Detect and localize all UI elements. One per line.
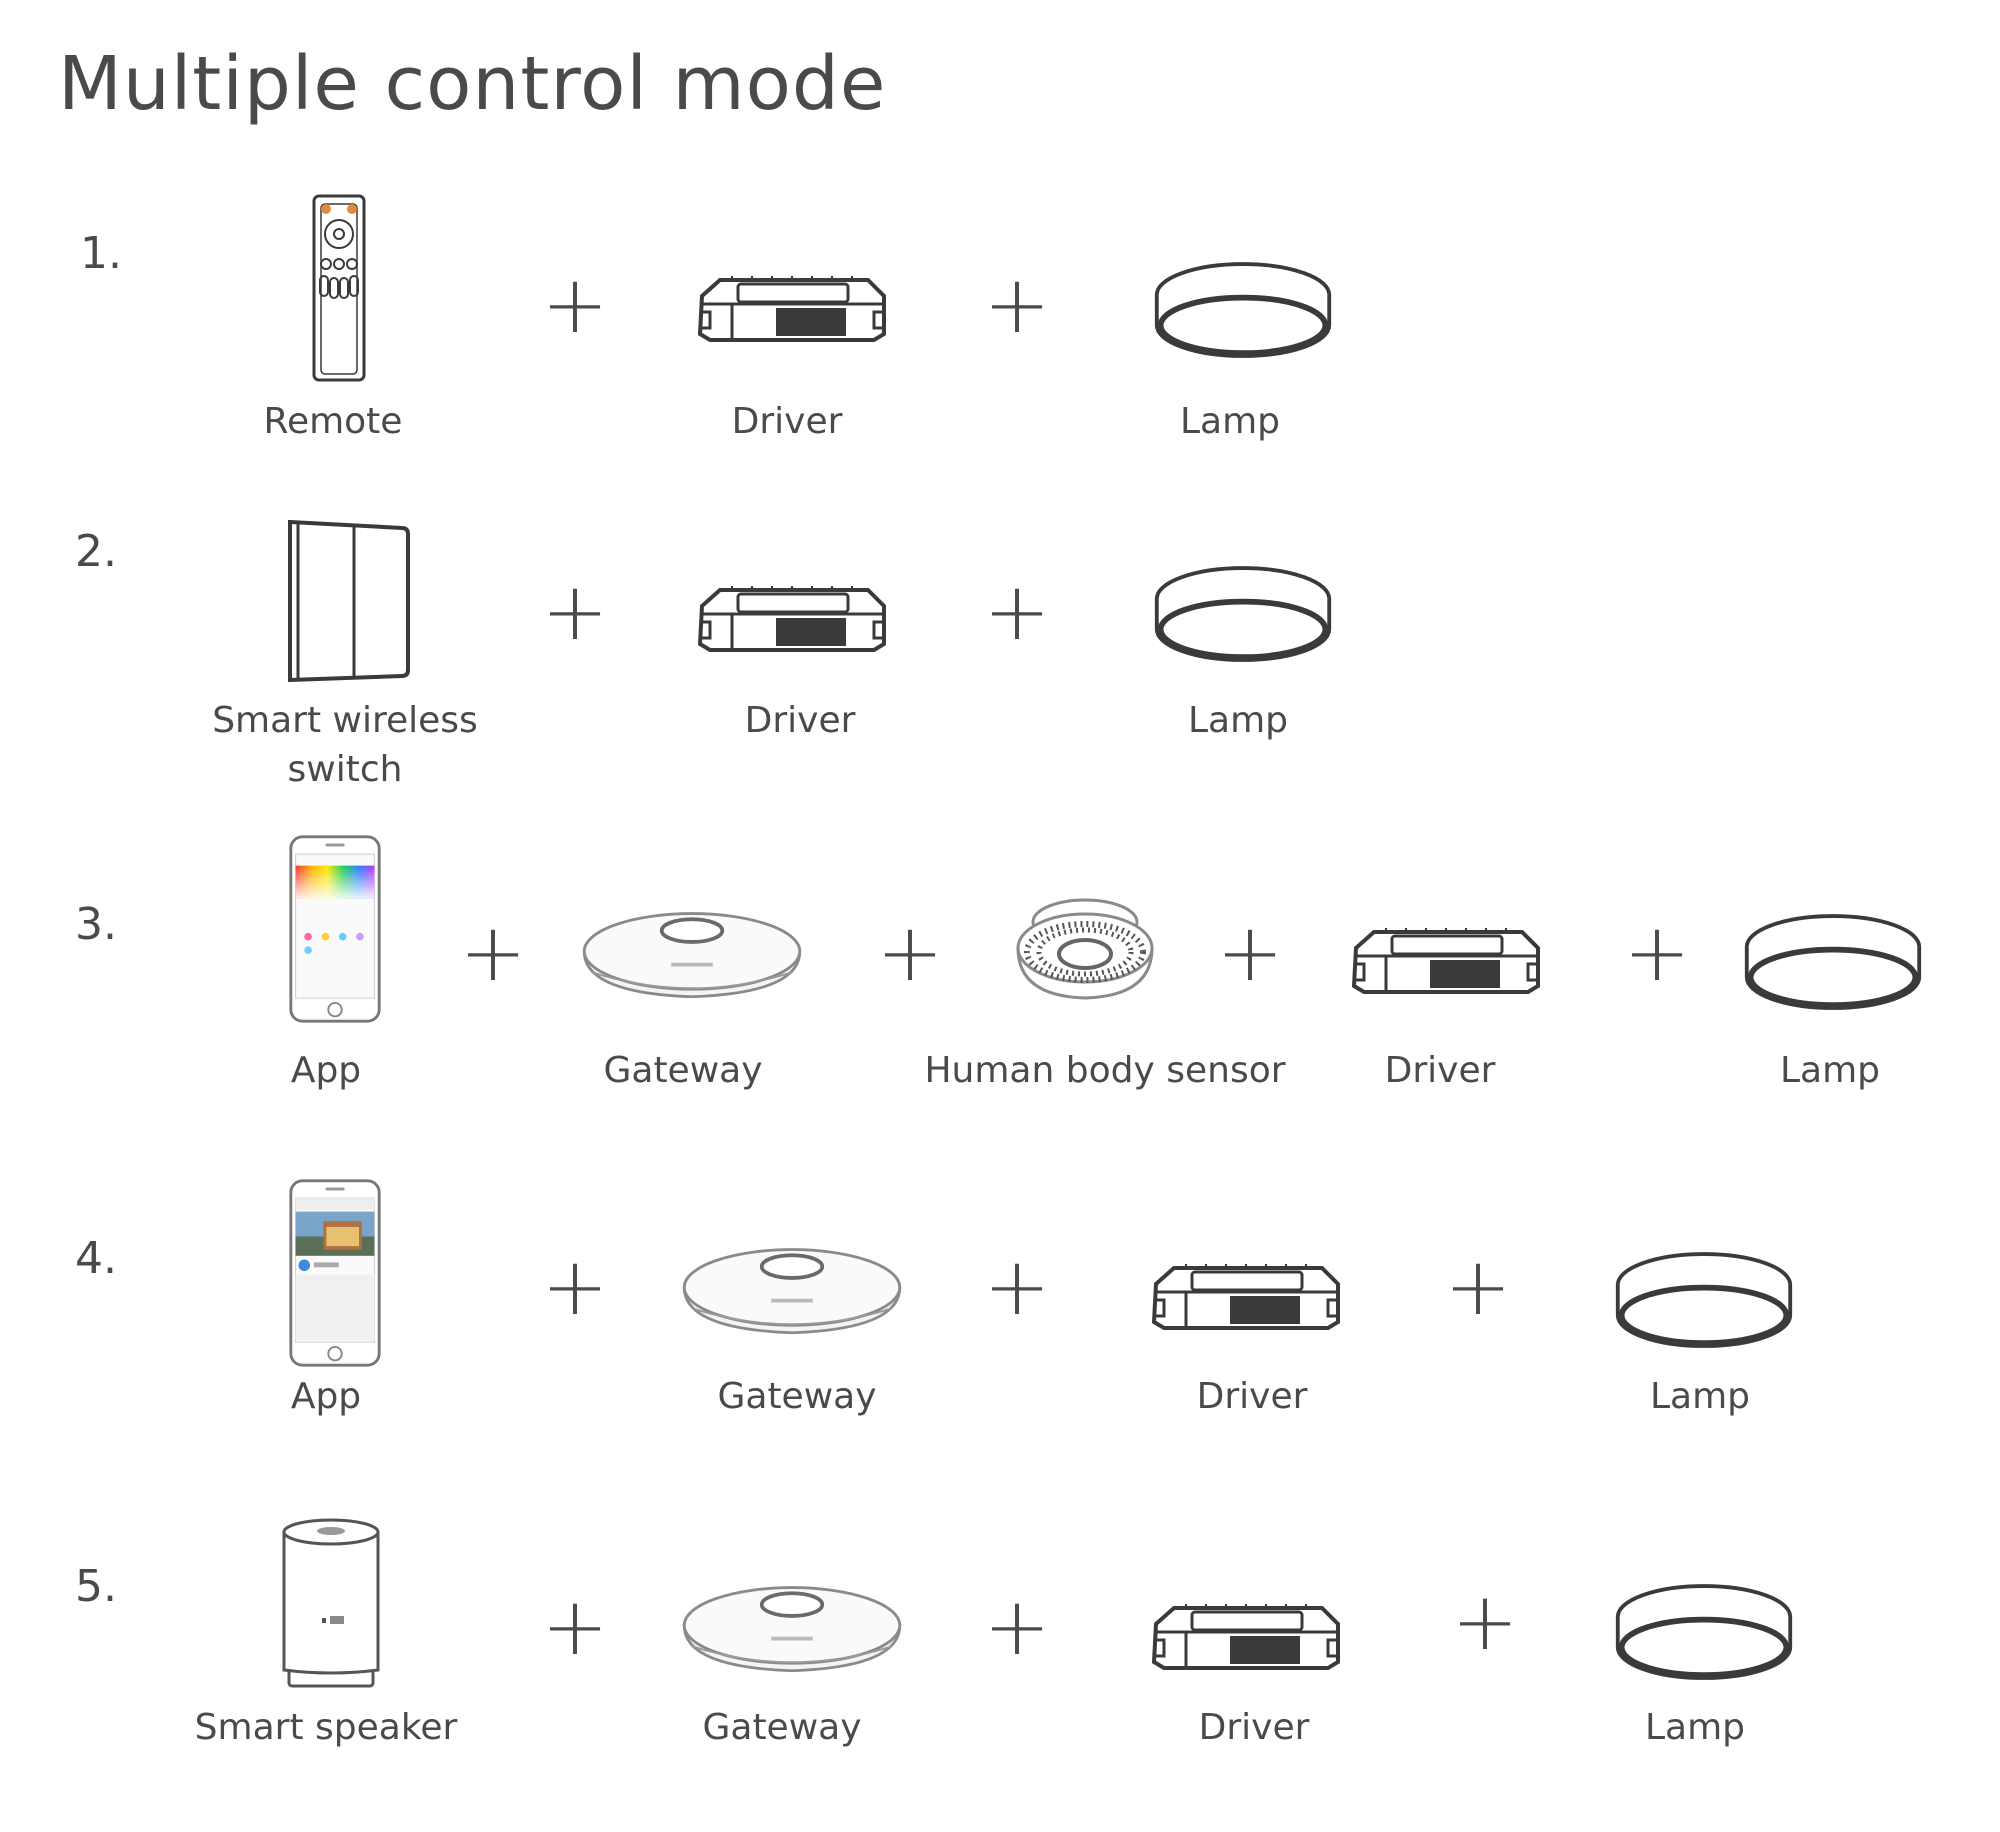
- driver-icon: [1146, 1590, 1346, 1678]
- plus-sign: +: [876, 906, 944, 999]
- plus-sign: +: [983, 1580, 1051, 1673]
- plus-sign: +: [541, 565, 609, 658]
- lamp-icon: [1742, 910, 1924, 1016]
- plus-sign: +: [1216, 906, 1284, 999]
- label-driver: Driver: [1384, 1050, 1496, 1091]
- plus-sign: +: [459, 906, 527, 999]
- label-lamp: Lamp: [1644, 1707, 1746, 1748]
- label-smart-wireless-switch-line2: switch: [287, 749, 403, 790]
- label-lamp: Lamp: [1779, 1050, 1881, 1091]
- step-number-2: 2.: [75, 526, 117, 577]
- gateway-icon: [578, 906, 806, 1010]
- label-driver: Driver: [1198, 1707, 1310, 1748]
- step-number-1: 1.: [80, 228, 122, 279]
- plus-sign: +: [1444, 1240, 1512, 1333]
- driver-icon: [692, 572, 892, 660]
- label-gateway: Gateway: [717, 1376, 877, 1417]
- plus-sign: +: [1451, 1575, 1519, 1668]
- driver-icon: [1146, 1250, 1346, 1338]
- label-app: App: [290, 1050, 362, 1091]
- gateway-icon: [678, 1242, 906, 1346]
- plus-sign: +: [983, 1240, 1051, 1333]
- remote-icon: [308, 192, 368, 384]
- label-remote: Remote: [263, 401, 403, 442]
- label-driver: Driver: [1196, 1376, 1308, 1417]
- phone-app-icon: [287, 833, 383, 1025]
- label-smart-wireless-switch-line1: Smart wireless: [212, 700, 478, 741]
- page-title: Multiple control mode: [58, 41, 887, 127]
- label-driver: Driver: [744, 700, 856, 741]
- label-human-body-sensor: Human body sensor: [924, 1050, 1286, 1091]
- plus-sign: +: [983, 258, 1051, 351]
- lamp-icon: [1613, 1580, 1795, 1686]
- step-number-4: 4.: [75, 1233, 117, 1284]
- label-lamp: Lamp: [1179, 401, 1281, 442]
- plus-sign: +: [983, 565, 1051, 658]
- gateway-icon: [678, 1580, 906, 1684]
- phone-app-icon: [287, 1177, 383, 1369]
- lamp-icon: [1152, 258, 1334, 364]
- label-smart-speaker: Smart speaker: [194, 1707, 458, 1748]
- label-lamp: Lamp: [1187, 700, 1289, 741]
- step-number-5: 5.: [75, 1561, 117, 1612]
- label-driver: Driver: [731, 401, 843, 442]
- step-number-3: 3.: [75, 899, 117, 950]
- label-lamp: Lamp: [1649, 1376, 1751, 1417]
- wall-switch-icon: [280, 512, 414, 682]
- plus-sign: +: [541, 1240, 609, 1333]
- plus-sign: +: [541, 1580, 609, 1673]
- smart-speaker-icon: [280, 1516, 382, 1688]
- label-gateway: Gateway: [702, 1707, 862, 1748]
- driver-icon: [1346, 914, 1546, 1002]
- label-gateway: Gateway: [603, 1050, 763, 1091]
- lamp-icon: [1152, 562, 1334, 668]
- sensor-icon: [1012, 892, 1158, 1004]
- driver-icon: [692, 262, 892, 350]
- plus-sign: +: [1623, 906, 1691, 999]
- plus-sign: +: [541, 258, 609, 351]
- lamp-icon: [1613, 1248, 1795, 1354]
- label-app: App: [290, 1376, 362, 1417]
